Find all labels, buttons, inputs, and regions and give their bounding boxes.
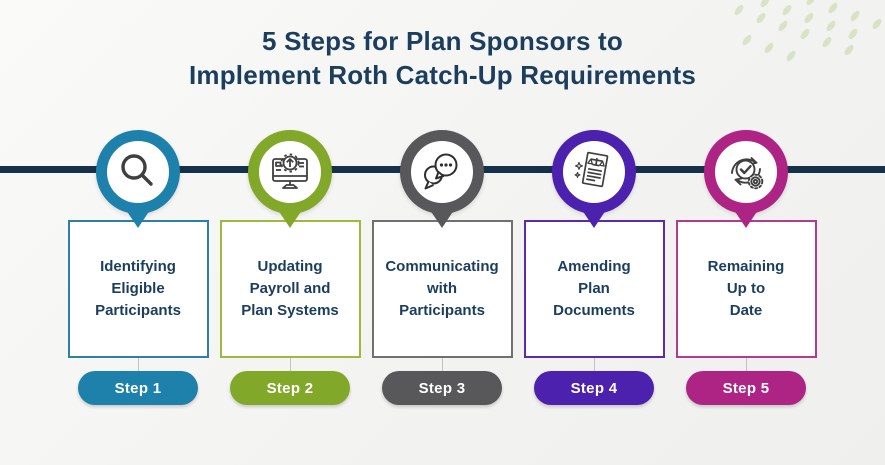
card-badge-connector — [593, 358, 595, 371]
step-pin — [96, 130, 180, 214]
card-badge-connector — [441, 358, 443, 371]
leaf-shape — [802, 11, 816, 25]
leaf-shape — [804, 0, 818, 7]
card-badge-connector — [289, 358, 291, 371]
page-title: 5 Steps for Plan Sponsors to Implement R… — [0, 24, 885, 92]
step-pin — [248, 130, 332, 214]
leaf-shape — [758, 0, 772, 9]
leaf-shape — [780, 3, 794, 17]
leaf-shape — [848, 9, 862, 23]
legal-document-icon — [571, 149, 617, 195]
chat-bubbles-icon — [419, 149, 465, 195]
step-pin — [552, 130, 636, 214]
leaf-shape — [732, 3, 746, 17]
payroll-system-icon — [267, 149, 313, 195]
title-line-2: Implement Roth Catch-Up Requirements — [188, 60, 697, 90]
step-pin-tail — [734, 210, 758, 228]
step-badge: Step 3 — [382, 371, 502, 405]
step-badge: Step 1 — [78, 371, 198, 405]
step-badge: Step 4 — [534, 371, 654, 405]
step-pin — [400, 130, 484, 214]
step-pin — [704, 130, 788, 214]
step-pin-tail — [278, 210, 302, 228]
step-badge: Step 2 — [230, 371, 350, 405]
magnifier-icon — [115, 149, 161, 195]
step-pin-tail — [430, 210, 454, 228]
leaf-shape — [754, 11, 768, 25]
card-badge-connector — [137, 358, 139, 371]
refresh-check-icon — [723, 149, 769, 195]
leaf-shape — [826, 1, 840, 15]
step-pin-tail — [582, 210, 606, 228]
step-pin-tail — [126, 210, 150, 228]
step-badge: Step 5 — [686, 371, 806, 405]
title-line-1: 5 Steps for Plan Sponsors to — [262, 26, 623, 56]
card-badge-connector — [745, 358, 747, 371]
